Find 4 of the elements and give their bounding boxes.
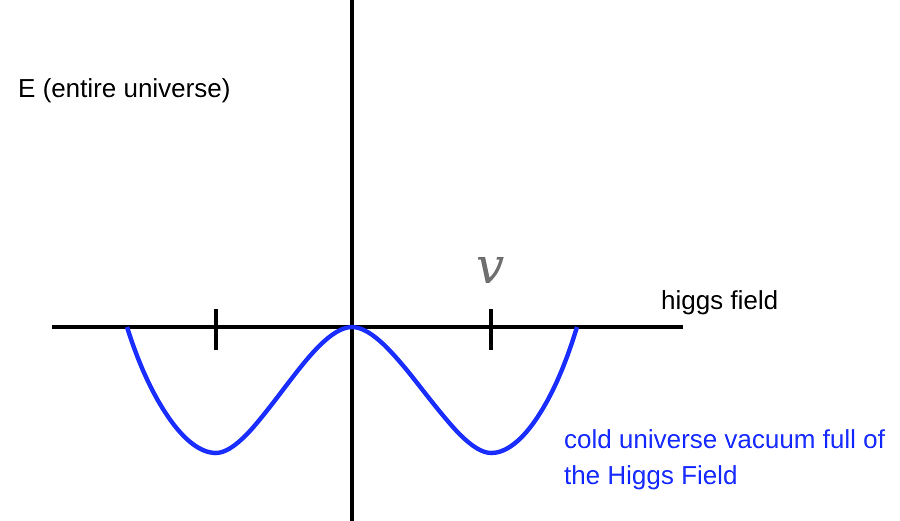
math-symbol: v — [476, 238, 504, 294]
axis-label: E (entire universe) — [18, 72, 230, 105]
axis-label: higgs field — [661, 284, 778, 317]
curve-annotation: cold universe vacuum full of the Higgs Field — [564, 423, 886, 492]
